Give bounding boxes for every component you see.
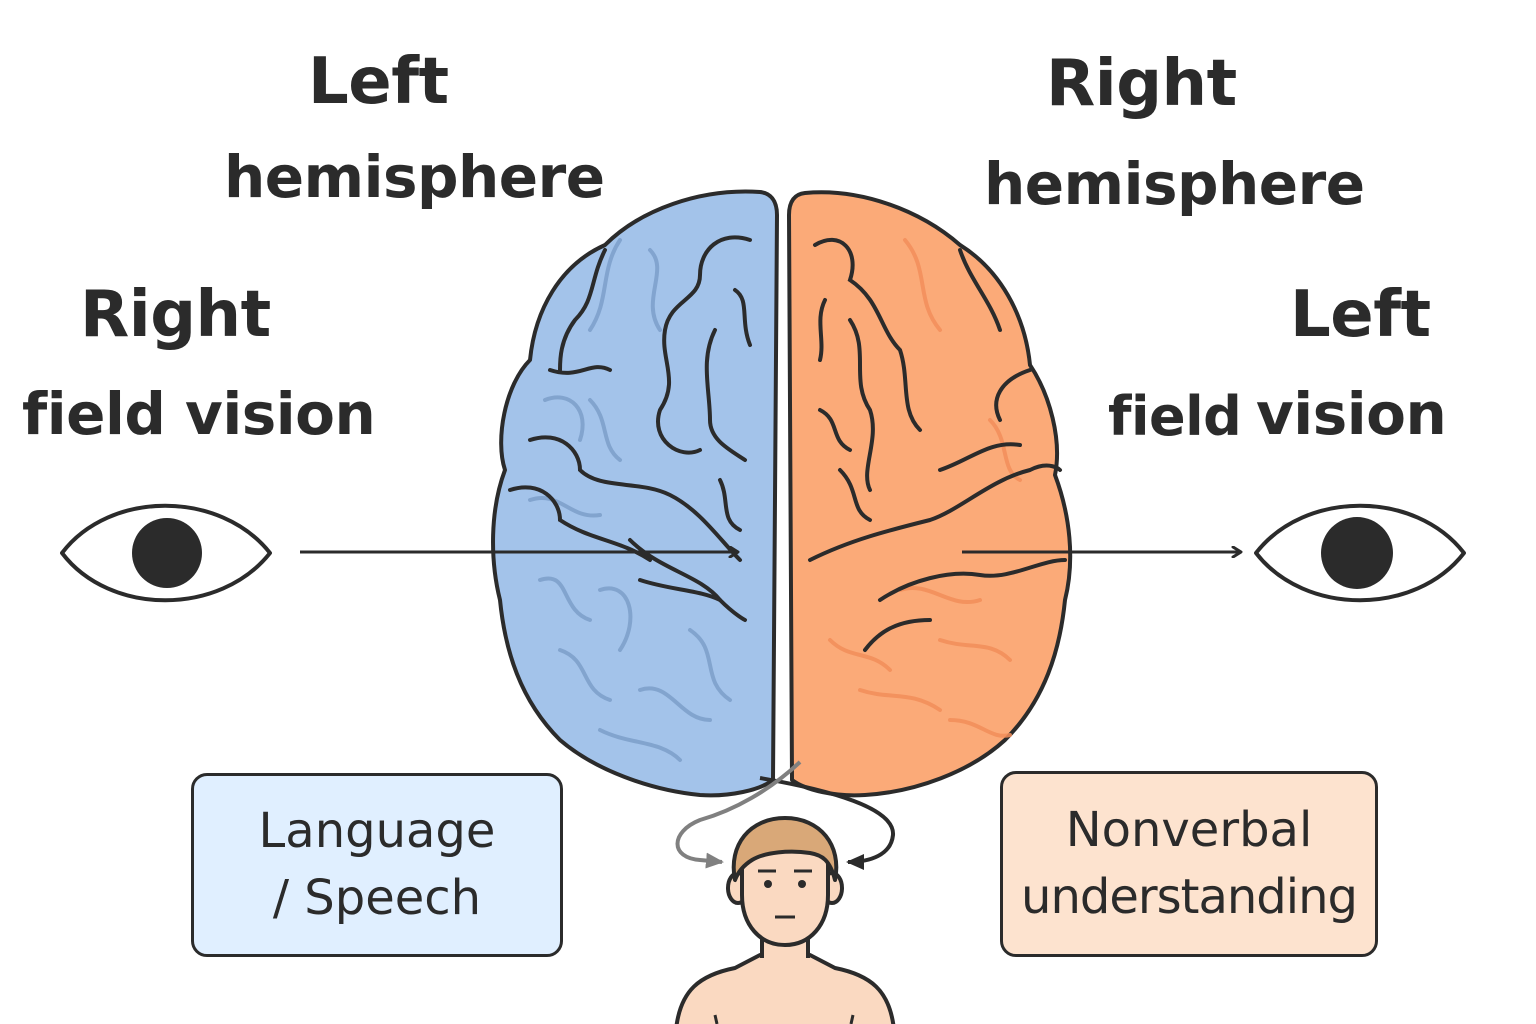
right-hemisphere-title-line1: Right <box>1046 47 1237 121</box>
language-speech-box: Language / Speech <box>191 773 563 957</box>
nonverbal-box-line2: understanding <box>1021 869 1358 925</box>
left-hemisphere-title-line1: Left <box>308 45 449 119</box>
nonverbal-understanding-box: Nonverbal understanding <box>1000 771 1378 957</box>
left-field-title-word-field: field <box>1108 385 1242 448</box>
language-box-line2: / Speech <box>272 870 482 926</box>
left-hemisphere-title-line2: hemisphere <box>224 143 605 211</box>
language-box-line1: Language <box>258 802 496 859</box>
right-field-title-line1: Right <box>80 278 271 352</box>
left-field-title-line1: Left <box>1290 278 1431 352</box>
right-field-title-line2: field vision <box>22 380 376 448</box>
eye-icon <box>1254 503 1466 603</box>
right-hemisphere-title-line2: hemisphere <box>984 150 1365 218</box>
left-field-title-word-vision: vision <box>1256 380 1447 448</box>
curved-arrow-black <box>759 776 896 870</box>
eye-icon <box>60 503 272 603</box>
curved-arrow-gray <box>675 760 802 869</box>
right-hemisphere <box>787 190 1073 798</box>
nonverbal-box-line1: Nonverbal <box>1065 801 1313 858</box>
left-hemisphere <box>491 189 779 798</box>
person-icon <box>674 816 896 1024</box>
